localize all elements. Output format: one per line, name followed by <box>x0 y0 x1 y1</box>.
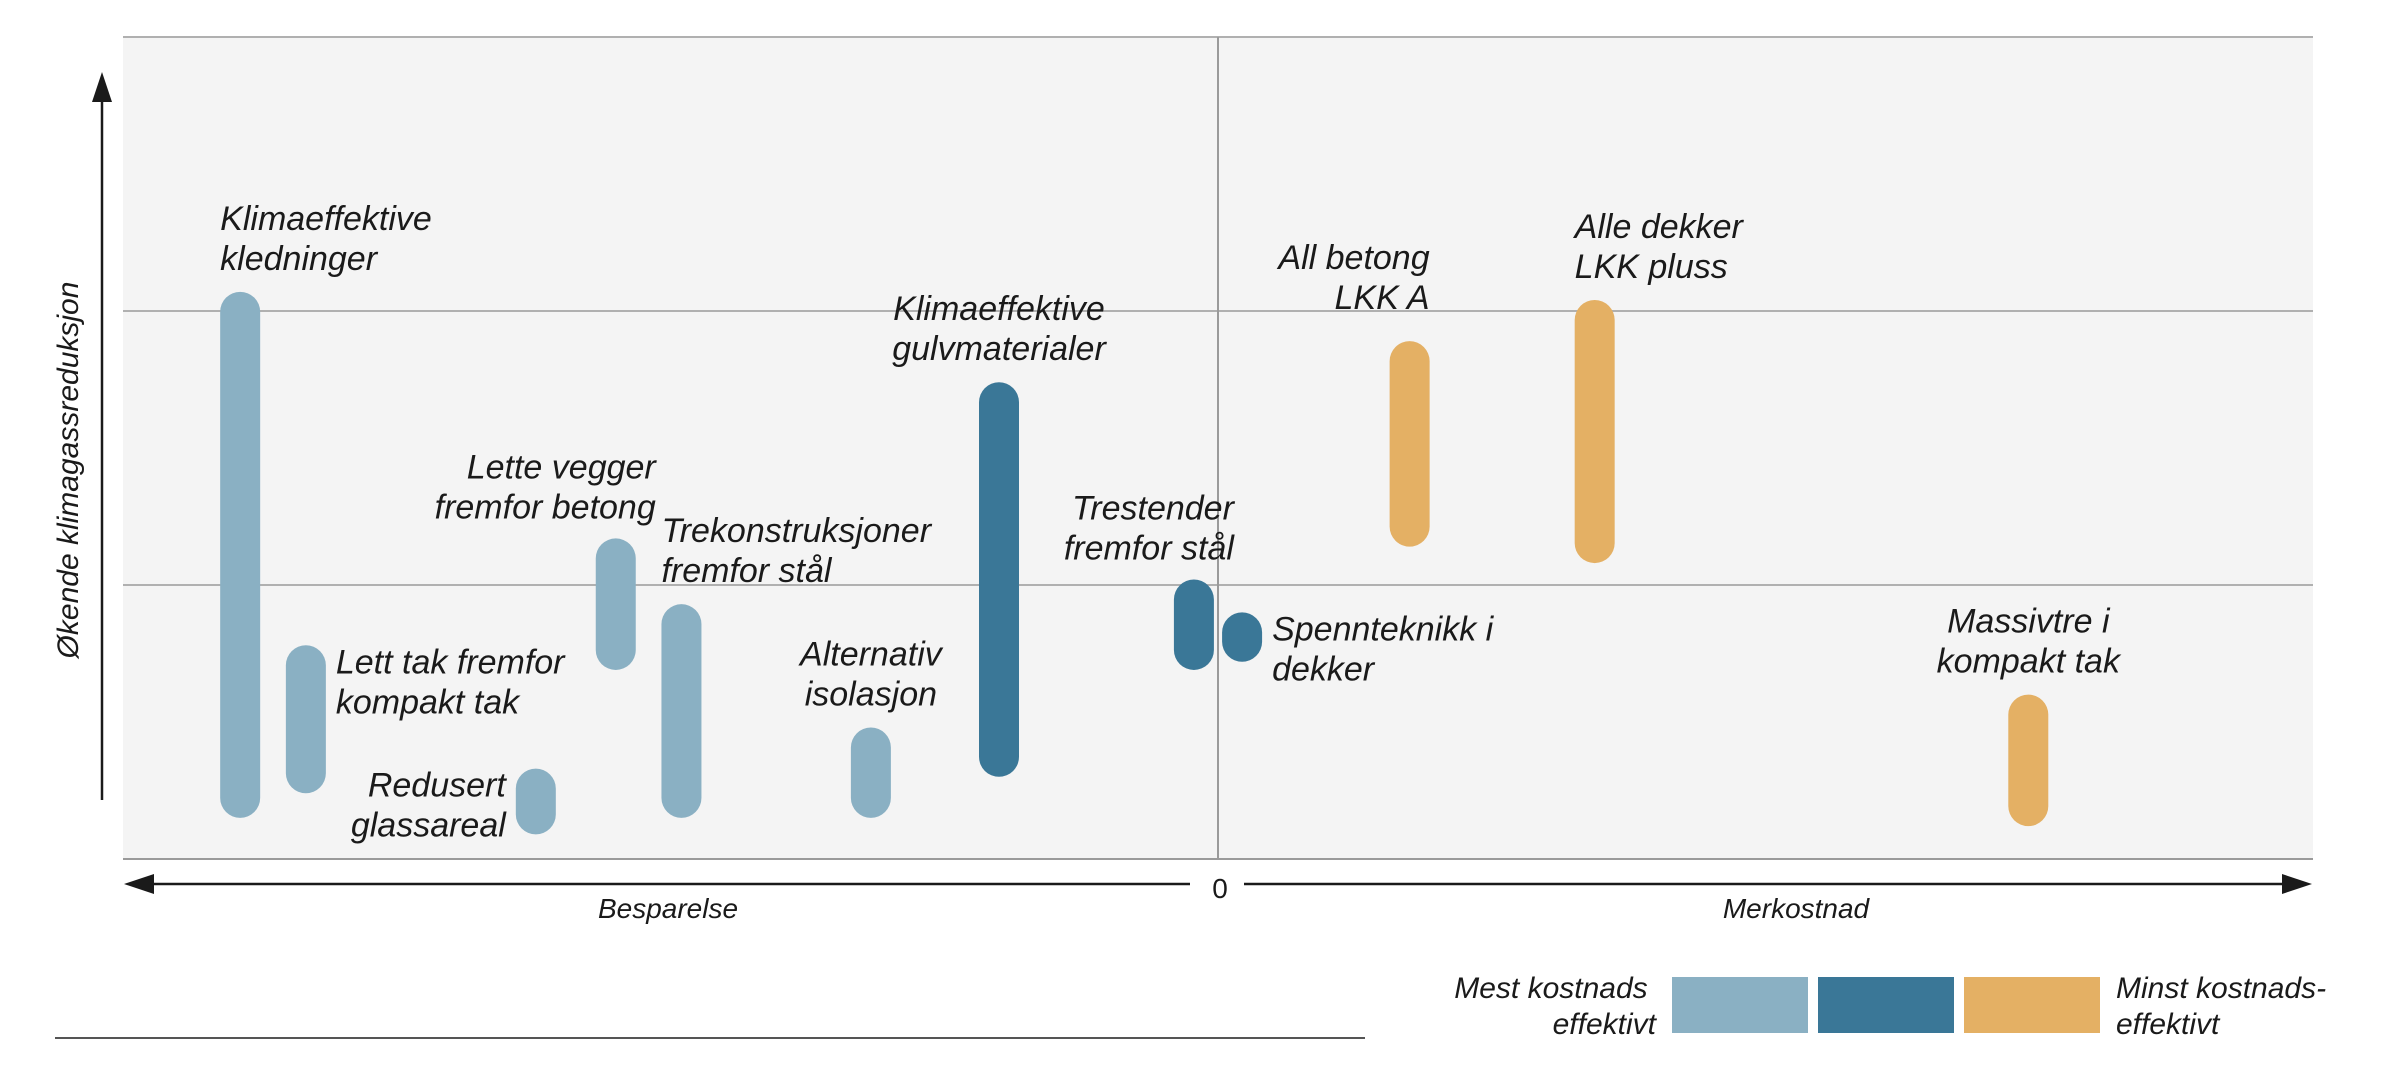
range-bar-3 <box>595 538 636 670</box>
range-bar-5 <box>850 727 891 818</box>
x-axis-right-arrowhead <box>2282 874 2312 894</box>
range-bar-6 <box>979 382 1019 777</box>
range-bar-0 <box>220 291 261 818</box>
x-axis-left-label: Besparelse <box>598 893 738 924</box>
range-bar-2 <box>515 768 556 835</box>
y-axis-arrowhead <box>92 72 112 102</box>
legend-left-label: Mest kostnads effektivt <box>1454 972 1657 1041</box>
range-bar-1 <box>285 645 326 794</box>
legend-swatch-middels <box>1818 977 1954 1033</box>
range-bar-9 <box>1389 341 1430 547</box>
range-bar-4 <box>661 604 702 818</box>
x-axis-left-arrowhead <box>124 874 154 894</box>
x-axis-right-label: Merkostnad <box>1723 893 1871 924</box>
legend-swatch-mest <box>1672 977 1808 1033</box>
range-bar-8 <box>1222 612 1263 662</box>
legend: Mest kostnads effektivt Minst kostnads- … <box>1454 972 2334 1041</box>
legend-swatch-minst <box>1964 977 2100 1033</box>
range-bars <box>220 291 2049 835</box>
range-bar-10 <box>1574 300 1615 564</box>
range-bar-11 <box>2008 694 2049 827</box>
y-axis-label: Økende klimagassreduksjon <box>52 282 85 660</box>
legend-right-label: Minst kostnads- effektivt <box>2116 972 2334 1041</box>
x-axis-zero-label: 0 <box>1212 873 1228 904</box>
range-bar-7 <box>1173 579 1214 670</box>
